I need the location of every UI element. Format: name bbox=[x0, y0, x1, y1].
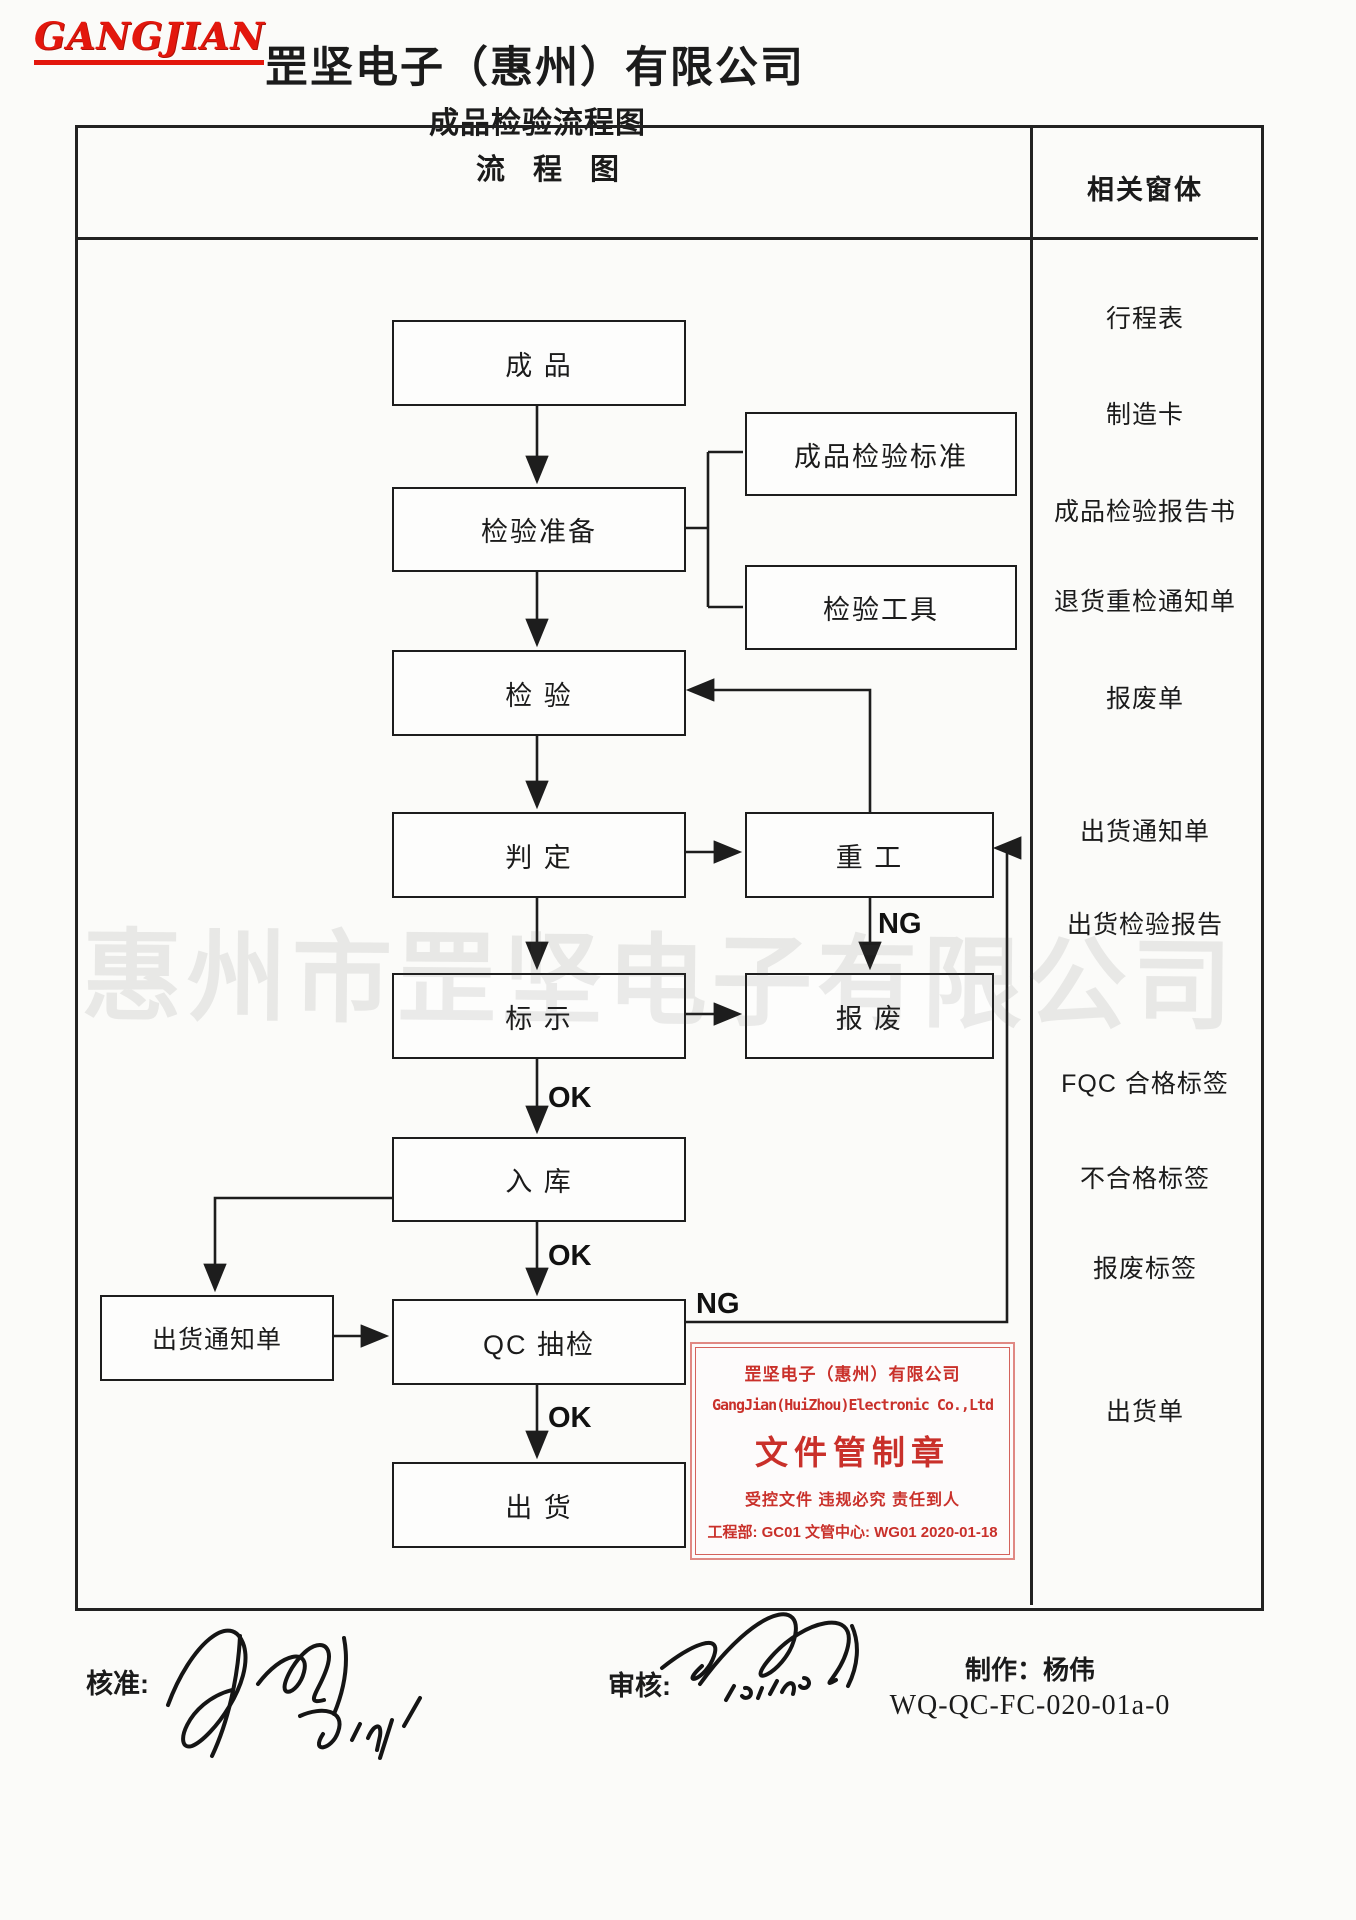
stamp-title: 文件管制章 bbox=[755, 1435, 950, 1472]
stamp-slogan: 受控文件 违规必究 责任到人 bbox=[745, 1491, 960, 1509]
node-qc-sampling: QC 抽检 bbox=[392, 1299, 686, 1385]
node-scrap: 报 废 bbox=[745, 973, 994, 1059]
maker-name: 制作：杨伟 bbox=[964, 1655, 1095, 1685]
node-warehouse-in: 入 库 bbox=[392, 1137, 686, 1222]
related-form-item: 成品检验报告书 bbox=[1053, 498, 1236, 526]
node-shipping-notice: 出货通知单 bbox=[100, 1295, 334, 1381]
review-label: 审核: bbox=[608, 1671, 671, 1701]
column-header-related-forms: 相关窗体 bbox=[1087, 175, 1203, 205]
related-form-item: 报废单 bbox=[1105, 685, 1184, 713]
logo-underline bbox=[34, 60, 264, 65]
node-inspection-prep: 检验准备 bbox=[392, 487, 686, 572]
related-form-item: 出货单 bbox=[1105, 1398, 1184, 1426]
related-form-item: 出货通知单 bbox=[1079, 818, 1210, 846]
stamp-company-cn: 罡坚电子（惠州）有限公司 bbox=[744, 1364, 961, 1384]
flowchart-table-border bbox=[75, 125, 1264, 1611]
review-signature bbox=[660, 1612, 859, 1702]
company-logo: GANGJIAN bbox=[34, 14, 266, 58]
edge-label-ng: NG bbox=[878, 908, 922, 940]
related-form-item: 行程表 bbox=[1105, 305, 1184, 333]
stamp-company-en: GangJian(HuiZhou)Electronic Co.,Ltd bbox=[711, 1396, 994, 1415]
company-title: 罡坚电子（惠州）有限公司 bbox=[265, 45, 805, 92]
related-form-item: 不合格标签 bbox=[1079, 1165, 1210, 1193]
stamp-inner-border: 罡坚电子（惠州）有限公司 GangJian(HuiZhou)Electronic… bbox=[695, 1347, 1010, 1555]
node-inspection: 检 验 bbox=[392, 650, 686, 736]
page-title: 成品检验流程图 bbox=[429, 107, 646, 140]
node-rework: 重 工 bbox=[745, 812, 994, 898]
related-form-item: 制造卡 bbox=[1105, 401, 1184, 429]
node-inspection-tools: 检验工具 bbox=[745, 565, 1017, 650]
node-inspection-standard: 成品检验标准 bbox=[745, 412, 1017, 496]
node-marking: 标 示 bbox=[392, 973, 686, 1059]
related-form-item: 报废标签 bbox=[1092, 1255, 1197, 1283]
approve-label: 核准: bbox=[86, 1669, 149, 1699]
edge-label-ok: OK bbox=[548, 1240, 592, 1272]
edge-label-ok: OK bbox=[548, 1402, 592, 1434]
node-judgement: 判 定 bbox=[392, 812, 686, 898]
table-column-divider bbox=[1030, 125, 1033, 1605]
stamp-footer: 工程部: GC01 文管中心: WG01 2020-01-18 bbox=[707, 1524, 998, 1542]
node-finished-product: 成 品 bbox=[392, 320, 686, 406]
column-header-flowchart: 流 程 图 bbox=[475, 154, 630, 186]
related-form-item: 出货检验报告 bbox=[1066, 911, 1223, 939]
related-form-item: FQC 合格标签 bbox=[1061, 1070, 1229, 1098]
approve-signature bbox=[166, 1628, 422, 1760]
document-control-stamp: 罡坚电子（惠州）有限公司 GangJian(HuiZhou)Electronic… bbox=[690, 1342, 1015, 1560]
edge-label-ok: OK bbox=[548, 1082, 592, 1114]
document-number: WQ-QC-FC-020-01a-0 bbox=[889, 1690, 1171, 1721]
node-ship-out: 出 货 bbox=[392, 1462, 686, 1548]
related-form-item: 退货重检通知单 bbox=[1053, 588, 1236, 616]
table-header-divider bbox=[75, 237, 1258, 240]
edge-label-ng: NG bbox=[696, 1288, 740, 1320]
